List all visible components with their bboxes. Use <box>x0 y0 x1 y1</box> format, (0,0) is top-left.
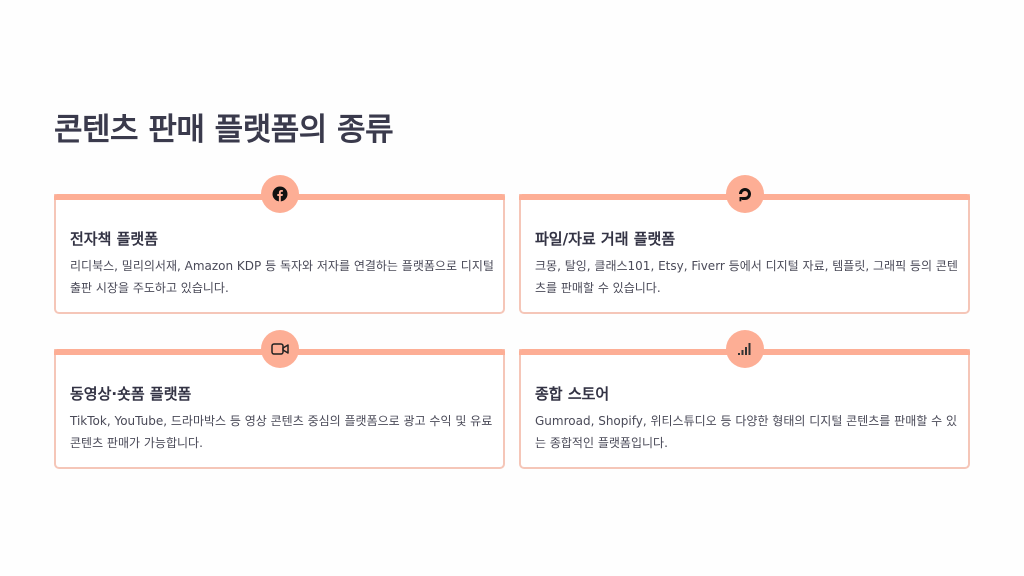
page-title: 콘텐츠 판매 플랫폼의 종류 <box>54 112 394 148</box>
card-general-store: 종합 스토어 Gumroad, Shopify, 위티스튜디오 등 다양한 형태… <box>519 330 970 469</box>
card-video-shortform-platform: 동영상·숏폼 플랫폼 TikTok, YouTube, 드라마박스 등 영상 콘… <box>54 330 505 469</box>
digitalocean-icon <box>726 175 764 213</box>
card-description: Gumroad, Shopify, 위티스튜디오 등 다양한 형태의 디지털 콘… <box>535 414 957 450</box>
card-description: 크몽, 탈잉, 클래스101, Etsy, Fiverr 등에서 디지털 자료,… <box>535 259 958 295</box>
card-title: 파일/자료 거래 플랫폼 <box>535 230 676 248</box>
facebook-icon <box>261 175 299 213</box>
card-description: 리디북스, 밀리의서재, Amazon KDP 등 독자와 저자를 연결하는 플… <box>70 259 494 295</box>
card-title: 전자책 플랫폼 <box>70 230 159 248</box>
video-camera-icon <box>261 330 299 368</box>
card-title: 동영상·숏폼 플랫폼 <box>70 385 192 403</box>
card-file-trading-platform: 파일/자료 거래 플랫폼 크몽, 탈잉, 클래스101, Etsy, Fiver… <box>519 175 970 314</box>
signal-bars-icon <box>726 330 764 368</box>
card-ebook-platform: 전자책 플랫폼 리디북스, 밀리의서재, Amazon KDP 등 독자와 저자… <box>54 175 505 314</box>
card-title: 종합 스토어 <box>535 385 610 403</box>
card-description: TikTok, YouTube, 드라마박스 등 영상 콘텐츠 중심의 플랫폼으… <box>70 414 493 450</box>
